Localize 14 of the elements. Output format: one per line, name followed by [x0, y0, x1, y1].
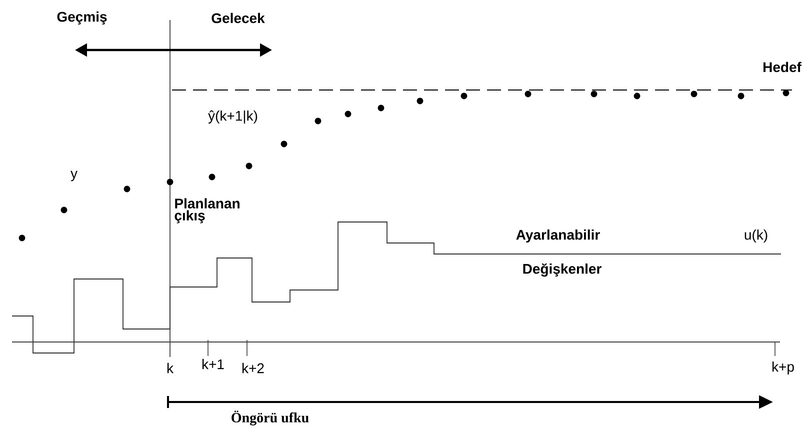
text-label: Geçmiş	[57, 11, 107, 25]
text-label: Gelecek	[212, 12, 265, 24]
text-label: k+1	[202, 358, 224, 370]
text-label: k+2	[242, 362, 264, 374]
text-label: k+p	[772, 361, 794, 375]
text-label: u(k)	[744, 229, 768, 243]
text-label: Ayarlanabilir	[516, 229, 600, 243]
text-label: Hedef	[764, 62, 802, 72]
text-label: Öngörü ufku	[232, 410, 309, 426]
text-label: Planlanan çıkış	[174, 198, 240, 224]
text-label: k	[167, 362, 174, 374]
text-label: ŷ(k+1|k)	[208, 110, 258, 124]
text-label: y	[70, 170, 78, 182]
text-label: Değişkenler	[523, 263, 602, 277]
